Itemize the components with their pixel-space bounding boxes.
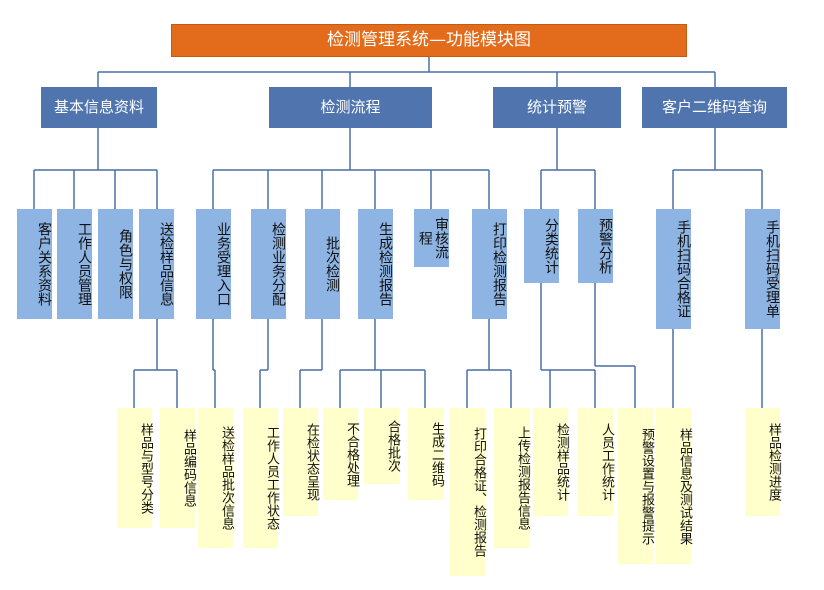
module-basic-info[interactable]: 基本信息资料: [41, 87, 157, 128]
node-scan-certificate[interactable]: 手机扫码合格证: [656, 209, 691, 329]
leaf-sample-info-test-results[interactable]: 样品信息及测试结果: [656, 408, 692, 564]
leaf-staff-work-status[interactable]: 工作人员工作状态: [243, 408, 279, 548]
node-generate-report[interactable]: 生成检测报告: [358, 209, 393, 319]
node-customer-relations[interactable]: 客户关系资料: [17, 209, 52, 319]
node-sample-info[interactable]: 送检样品信息: [139, 209, 174, 319]
module-statistics-warning[interactable]: 统计预警: [493, 87, 621, 128]
leaf-print-certificate-report[interactable]: 打印合格证、检测报告: [450, 408, 486, 576]
leaf-unqualified-handling[interactable]: 不合格处理: [323, 408, 359, 500]
node-category-statistics[interactable]: 分类统计: [524, 209, 559, 283]
leaf-upload-report-info[interactable]: 上传检测报告信息: [494, 408, 530, 548]
leaf-sample-inspection-progress[interactable]: 样品检测进度: [745, 408, 781, 516]
module-inspection-flow[interactable]: 检测流程: [269, 87, 432, 128]
leaf-staff-work-statistics[interactable]: 人员工作统计: [578, 408, 614, 516]
module-qr-query[interactable]: 客户二维码查询: [642, 87, 787, 128]
leaf-qualified-batch[interactable]: 合格批次: [364, 408, 400, 484]
leaf-warning-alarm-settings[interactable]: 预警设置与报警提示: [618, 408, 654, 564]
node-batch-inspection[interactable]: 批次检测: [305, 209, 340, 319]
root-title: 检测管理系统—功能模块图: [171, 24, 687, 57]
node-review-process[interactable]: 审核流程: [414, 209, 449, 267]
node-warning-analysis[interactable]: 预警分析: [578, 209, 613, 283]
leaf-sample-batch-info[interactable]: 送检样品批次信息: [198, 408, 234, 548]
leaf-in-inspection-status[interactable]: 在检状态呈现: [283, 408, 319, 516]
node-scan-receipt[interactable]: 手机扫码受理单: [745, 209, 780, 329]
node-business-intake[interactable]: 业务受理入口: [196, 209, 231, 319]
leaf-sample-model-category[interactable]: 样品与型号分类: [117, 408, 153, 528]
node-task-assignment[interactable]: 检测业务分配: [251, 209, 286, 319]
leaf-sample-statistics[interactable]: 检测样品统计: [533, 408, 569, 516]
node-print-report[interactable]: 打印检测报告: [472, 209, 507, 319]
leaf-generate-qr-code[interactable]: 生成二维码: [408, 408, 444, 500]
node-staff-management[interactable]: 工作人员管理: [57, 209, 92, 319]
node-roles-permissions[interactable]: 角色与权限: [98, 209, 133, 319]
leaf-sample-code-info[interactable]: 样品编码信息: [160, 408, 196, 528]
